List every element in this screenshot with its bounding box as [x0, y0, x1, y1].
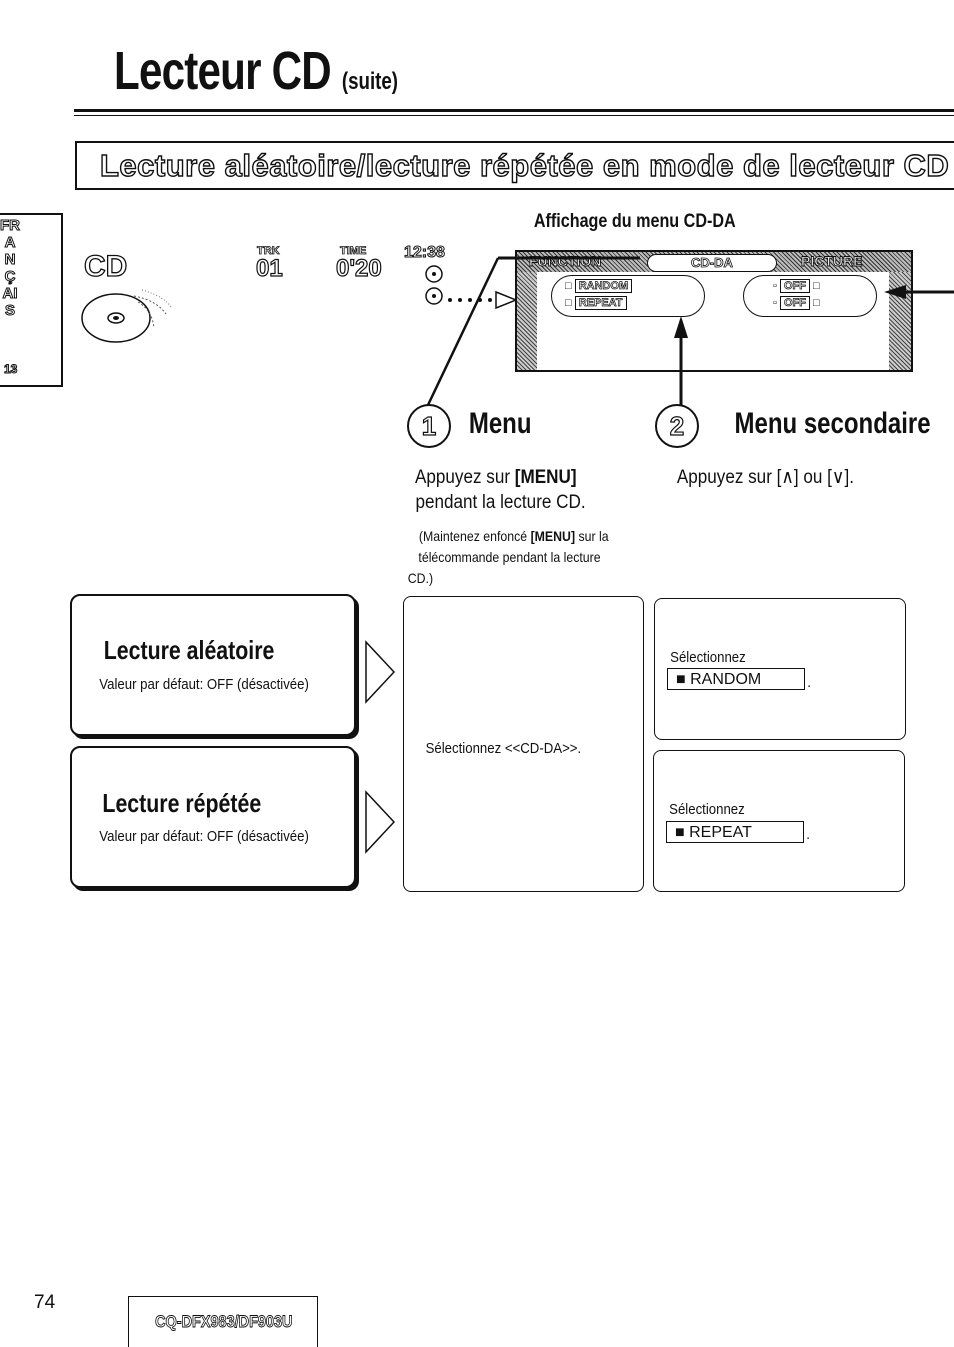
cd-mode-label: CD: [83, 249, 128, 283]
menu-screen-border-right: [889, 272, 911, 370]
page-number: 74: [34, 1292, 56, 1313]
menu-screen: FUNCTION CD-DA PICTURE □ RANDOM □ REPEAT…: [515, 250, 913, 372]
menu-value-random[interactable]: ▫ OFF □: [773, 279, 820, 293]
random-option[interactable]: ■ RANDOM: [667, 668, 805, 690]
disc-icon: [81, 289, 173, 343]
step-1-note: (Maintenez enfoncé [MENU] sur la: [418, 528, 609, 544]
function-box-repeat: [70, 746, 356, 888]
repeat-option-period: .: [806, 826, 810, 843]
title-divider: [74, 109, 954, 112]
track-number: 01: [255, 254, 283, 282]
menu-screen-border-left: [517, 272, 537, 370]
step-2-title: Menu secondaire: [734, 407, 931, 440]
page-title-suffix: (suite): [341, 68, 399, 95]
step-1-instruction-cont: pendant la lecture CD.: [415, 492, 586, 513]
clock: 12:38: [404, 244, 446, 262]
menu-value-repeat[interactable]: ▫ OFF □: [773, 296, 820, 310]
disc-status-icon: [425, 265, 519, 310]
flow-arrow-icon: [365, 790, 396, 854]
step-1-note-line3: CD.): [407, 570, 434, 586]
section-title: Lecture aléatoire/lecture répétée en mod…: [99, 147, 950, 183]
step-2-badge: 2: [655, 404, 699, 448]
language-tab: [0, 213, 63, 387]
function-default-random: Valeur par défaut: OFF (désactivée): [99, 676, 309, 693]
select-label-repeat: Sélectionnez: [669, 801, 745, 818]
repeat-option[interactable]: ■ REPEAT: [666, 821, 804, 843]
menu-tab-cd-da[interactable]: CD-DA: [647, 254, 777, 272]
menu-item-repeat[interactable]: □ REPEAT: [565, 296, 627, 310]
model-number-box: [128, 1296, 318, 1347]
page-title: Lecteur CD (suite): [114, 41, 399, 101]
step-1-title: Menu: [468, 407, 532, 440]
step-1-box: [403, 596, 644, 892]
display-caption: Affichage du menu CD-DA: [533, 211, 736, 232]
time-label: TIME: [340, 245, 367, 258]
model-number: CQ-DFX983/DF903U: [155, 1312, 293, 1332]
title-divider-thin: [74, 115, 954, 116]
track-label: TRK: [257, 245, 280, 258]
select-cd-da-text: Sélectionnez <<CD-DA>>.: [425, 740, 582, 757]
random-option-period: .: [807, 674, 811, 691]
menu-tab-function[interactable]: FUNCTION: [529, 253, 602, 270]
step-2-instruction: Appuyez sur [∧] ou [∨].: [676, 467, 854, 488]
step-1-note-line2: télécommande pendant la lecture: [418, 549, 601, 565]
function-title-repeat: Lecture répétée: [102, 788, 262, 818]
language-tab-letters: FRANÇAIS: [0, 217, 21, 320]
function-title-random: Lecture aléatoire: [103, 635, 275, 665]
elapsed-time: 0'20: [335, 254, 382, 282]
section-banner: [75, 141, 954, 190]
step-1-badge: 1: [407, 404, 451, 448]
flow-arrow-icon: [365, 640, 396, 704]
step-1-instruction: Appuyez sur [MENU]: [414, 467, 577, 488]
menu-values-oval: [743, 275, 877, 317]
step-2-box-random: [654, 598, 906, 740]
function-default-repeat: Valeur par défaut: OFF (désactivée): [99, 828, 309, 845]
select-label-random: Sélectionnez: [670, 649, 746, 666]
menu-item-random[interactable]: □ RANDOM: [565, 279, 633, 293]
language-tab-page: 13: [3, 362, 18, 377]
menu-tab-picture[interactable]: PICTURE: [801, 253, 863, 270]
function-box-random: [70, 594, 356, 736]
